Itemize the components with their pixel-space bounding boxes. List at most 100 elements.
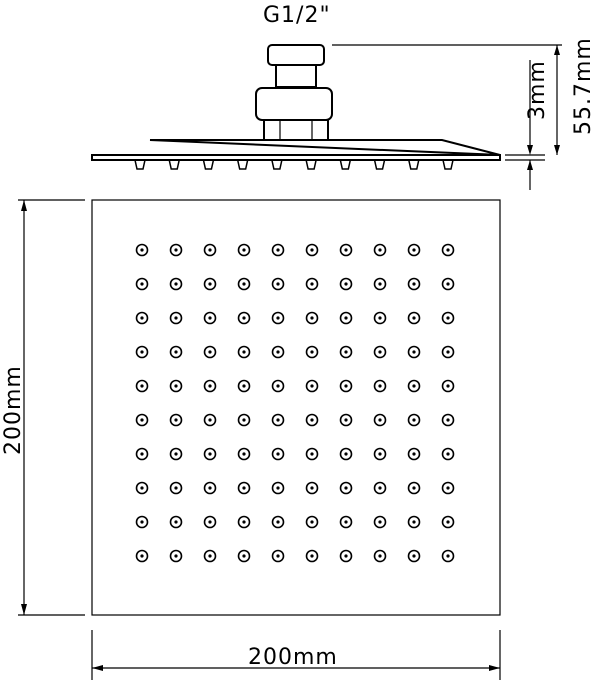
nozzle bbox=[169, 243, 183, 257]
nozzle-hole bbox=[446, 248, 450, 252]
nozzle-hole bbox=[412, 282, 416, 286]
plate-thickness-label: 3mm bbox=[525, 60, 550, 120]
nozzle-hole bbox=[140, 384, 144, 388]
nozzle bbox=[271, 413, 285, 427]
nozzle bbox=[271, 549, 285, 563]
nozzle-hole bbox=[276, 282, 280, 286]
nozzle bbox=[271, 311, 285, 325]
nozzle bbox=[373, 515, 387, 529]
nozzle-hole bbox=[242, 520, 246, 524]
nozzle-hole bbox=[140, 520, 144, 524]
nozzle-hole bbox=[140, 350, 144, 354]
nozzle-hole bbox=[174, 452, 178, 456]
nozzle-hole bbox=[276, 520, 280, 524]
thread-neck bbox=[275, 64, 317, 88]
nozzle bbox=[407, 447, 421, 461]
shower-plate-profile bbox=[91, 139, 501, 161]
nozzle bbox=[271, 481, 285, 495]
side-length-dimension bbox=[18, 199, 85, 616]
nozzle-hole bbox=[242, 316, 246, 320]
nozzle-hole bbox=[412, 384, 416, 388]
nozzle-hole bbox=[276, 350, 280, 354]
nozzle-hole bbox=[310, 418, 314, 422]
nozzle bbox=[169, 481, 183, 495]
nozzle bbox=[305, 311, 319, 325]
nozzle bbox=[203, 447, 217, 461]
nozzle-hole bbox=[208, 316, 212, 320]
nozzle-hole bbox=[344, 452, 348, 456]
width-label: 200mm bbox=[248, 645, 338, 670]
nozzle bbox=[237, 481, 251, 495]
profile-nozzle bbox=[270, 159, 283, 170]
nozzle bbox=[441, 481, 455, 495]
nozzle bbox=[203, 243, 217, 257]
nozzle bbox=[407, 243, 421, 257]
nozzle bbox=[339, 413, 353, 427]
nozzle bbox=[373, 549, 387, 563]
nozzle bbox=[135, 549, 149, 563]
nozzle bbox=[305, 549, 319, 563]
nozzle-hole bbox=[446, 520, 450, 524]
nozzle-hole bbox=[174, 486, 178, 490]
width-dimension bbox=[91, 630, 501, 680]
nozzle-hole bbox=[446, 350, 450, 354]
nozzle bbox=[373, 311, 387, 325]
nozzle-hole bbox=[378, 282, 382, 286]
nozzle bbox=[407, 413, 421, 427]
nozzle-hole bbox=[140, 452, 144, 456]
connector-nut bbox=[267, 44, 325, 66]
nozzle-hole bbox=[242, 248, 246, 252]
nozzle-hole bbox=[344, 520, 348, 524]
nozzle bbox=[237, 515, 251, 529]
nozzle bbox=[169, 379, 183, 393]
profile-nozzle bbox=[373, 159, 386, 170]
nozzle-hole bbox=[174, 282, 178, 286]
nozzle-hole bbox=[378, 350, 382, 354]
nozzle bbox=[169, 311, 183, 325]
side-profile-view bbox=[91, 44, 501, 170]
shower-plate-front bbox=[91, 199, 501, 616]
nozzle bbox=[407, 311, 421, 325]
nozzle-hole bbox=[344, 350, 348, 354]
nozzle-hole bbox=[140, 554, 144, 558]
nozzle bbox=[271, 243, 285, 257]
nozzle-hole bbox=[242, 554, 246, 558]
nozzle bbox=[135, 311, 149, 325]
nozzle-hole bbox=[446, 316, 450, 320]
nozzle bbox=[373, 481, 387, 495]
nozzle-hole bbox=[310, 350, 314, 354]
profile-nozzle bbox=[236, 159, 249, 170]
nozzle bbox=[441, 515, 455, 529]
nozzle bbox=[305, 277, 319, 291]
nozzle-hole bbox=[344, 554, 348, 558]
nozzle bbox=[203, 515, 217, 529]
nozzle bbox=[237, 379, 251, 393]
nozzle bbox=[339, 549, 353, 563]
nozzle bbox=[339, 277, 353, 291]
nozzle bbox=[305, 243, 319, 257]
nozzle-hole bbox=[412, 350, 416, 354]
nozzle-hole bbox=[378, 486, 382, 490]
nozzle-hole bbox=[276, 554, 280, 558]
nozzle bbox=[305, 481, 319, 495]
nozzle-hole bbox=[446, 452, 450, 456]
nozzle bbox=[339, 243, 353, 257]
nozzle-hole bbox=[446, 418, 450, 422]
nozzle bbox=[373, 379, 387, 393]
nozzle bbox=[441, 413, 455, 427]
nozzle bbox=[237, 311, 251, 325]
nozzle bbox=[373, 447, 387, 461]
nozzle bbox=[339, 311, 353, 325]
thread-size-label: G1/2" bbox=[263, 3, 331, 28]
nozzle bbox=[441, 311, 455, 325]
nozzle-hole bbox=[446, 282, 450, 286]
nozzle bbox=[271, 345, 285, 359]
nozzle-hole bbox=[174, 248, 178, 252]
nozzle-hole bbox=[412, 452, 416, 456]
nozzle bbox=[135, 243, 149, 257]
nozzle bbox=[305, 345, 319, 359]
nozzle-hole bbox=[174, 520, 178, 524]
profile-nozzle bbox=[442, 159, 454, 170]
nozzle bbox=[407, 481, 421, 495]
